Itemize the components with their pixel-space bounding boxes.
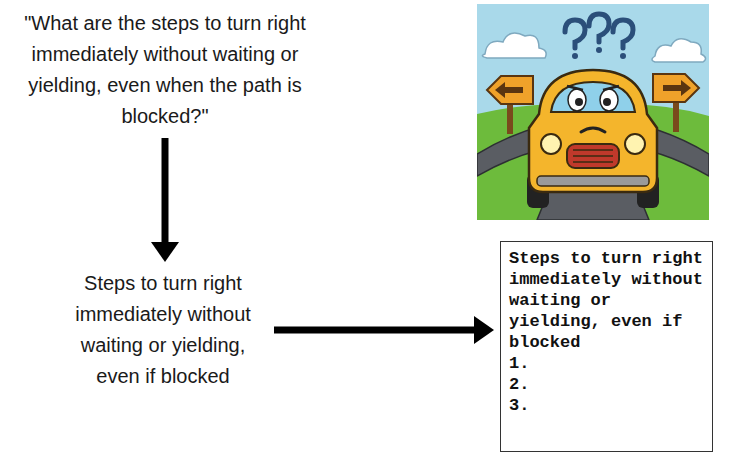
flow-arrow [151,138,179,262]
arrow-head [151,242,179,262]
clouds [482,33,705,62]
arrow-head [474,316,494,344]
confused-car-illustration [477,4,709,220]
rephrased-text: Steps to turn right immediately without … [58,268,268,392]
list-number: 3. [509,395,704,416]
text-block: "What are the steps to turn right immedi… [2,8,328,132]
question-dots [572,47,626,59]
arrow-shaft [274,327,474,334]
list-number: 1. [509,353,704,374]
list-number: 2. [509,374,704,395]
steps-box: Steps to turn right immediately without … [500,241,713,452]
text-block: Steps to turn right immediately without … [509,248,704,353]
flow-arrow [274,316,494,344]
text-block: Steps to turn right immediately without … [58,268,268,392]
question-text: "What are the steps to turn right immedi… [2,8,328,132]
question-marks [565,14,633,48]
yellow-car [527,70,659,208]
sky [477,4,709,220]
arrow-shaft [162,138,169,242]
